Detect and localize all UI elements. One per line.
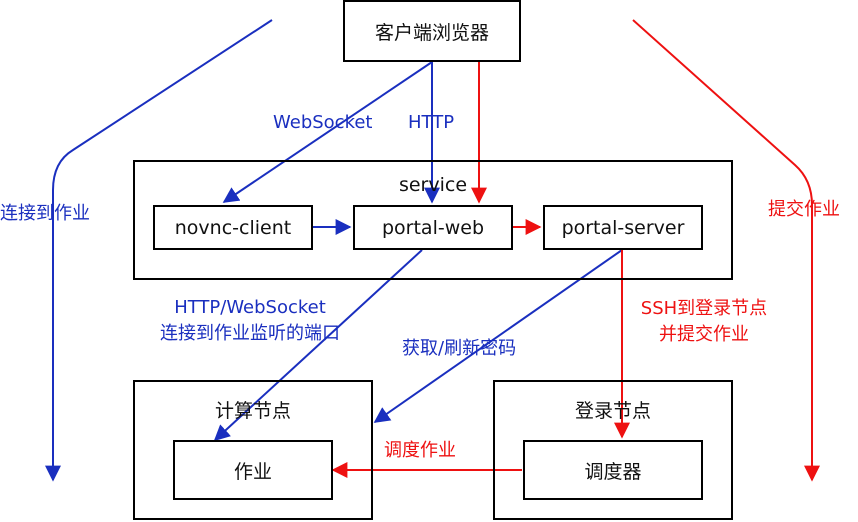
novnc-client-node: novnc-client (153, 205, 313, 250)
scheduler-node: 调度器 (523, 440, 703, 500)
get-refresh-password-label: 获取/刷新密码 (402, 338, 517, 359)
service-group-title: service (398, 174, 468, 196)
portal-web-to-job-arrow (213, 249, 423, 442)
http-websocket-label: HTTP/WebSocket (174, 297, 326, 318)
http-label: HTTP (408, 112, 455, 133)
job-node: 作业 (173, 440, 333, 500)
portal-web-node: portal-web (353, 205, 513, 250)
connect-job-left-arrow (45, 19, 273, 482)
schedule-job-label: 调度作业 (384, 440, 456, 461)
browser-node: 客户端浏览器 (343, 0, 521, 62)
submit-job-right-arrow (632, 19, 820, 482)
compute-node-title: 计算节点 (214, 400, 291, 422)
login-node-group: 登录节点 (493, 380, 733, 520)
and-submit-label: 并提交作业 (659, 324, 749, 345)
connect-job-left-label: 连接到作业 (0, 203, 90, 224)
browser-to-novnc-arrow (222, 61, 433, 203)
portal-server-node: portal-server (543, 205, 703, 250)
submit-job-right-label: 提交作业 (768, 199, 840, 220)
connect-job-port-label: 连接到作业监听的端口 (160, 323, 340, 344)
service-group: service (133, 160, 733, 280)
compute-node-group: 计算节点 (133, 380, 373, 520)
websocket-label: WebSocket (273, 112, 373, 133)
ssh-login-label: SSH到登录节点 (640, 298, 768, 319)
login-node-title: 登录节点 (574, 400, 651, 422)
